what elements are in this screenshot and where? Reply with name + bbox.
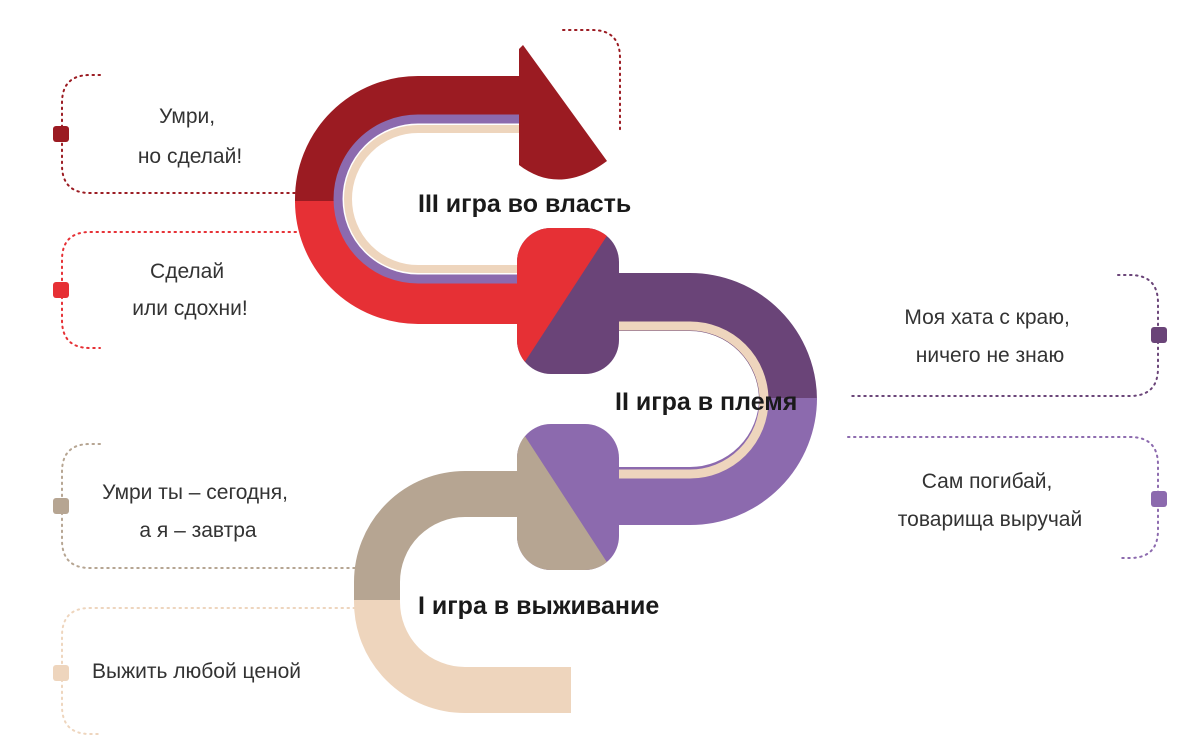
quote-2-text: Сделай или сдохни!	[132, 260, 247, 320]
band-survival-upper	[354, 471, 540, 600]
bullet-quote-6	[53, 665, 69, 681]
quote-5-text: Умри ты – сегодня, а я – завтра	[102, 481, 294, 542]
quote-6-text: Выжить любой ценой	[92, 660, 301, 683]
band-tribe-upper	[560, 273, 817, 402]
connector-quote-6	[61, 607, 356, 735]
junction-upper	[517, 228, 619, 374]
segment-tribe	[560, 273, 817, 525]
connector-quote-1	[61, 74, 297, 194]
arrow-head	[519, 45, 607, 180]
bullet-quote-1	[53, 126, 69, 142]
connector-quote-2	[61, 231, 297, 349]
stage-label-power: III игра во власть	[418, 190, 631, 218]
quote-1-text: Умри, но сделай!	[138, 105, 242, 168]
inner-line-power-beige	[344, 125, 530, 273]
quote-3-text: Моя хата с краю, ничего не знаю	[904, 306, 1075, 367]
bullet-quote-2	[53, 282, 69, 298]
connector-quote-5	[61, 443, 356, 569]
segment-survival	[354, 471, 571, 713]
band-survival-lower	[354, 598, 571, 713]
band-tribe-lower	[560, 396, 817, 525]
band-power-upper	[295, 76, 520, 203]
bullet-quote-3	[1151, 327, 1167, 343]
stage-label-tribe: II игра в племя	[615, 388, 797, 416]
bullet-quote-5	[53, 498, 69, 514]
inner-line-power-purple	[333, 114, 530, 284]
quote-4-text: Сам погибай, товарища выручай	[898, 470, 1082, 531]
connector-quote-4	[847, 436, 1159, 559]
stage-label-survival: I игра в выживание	[418, 592, 659, 620]
segment-power	[295, 76, 540, 324]
band-power-lower	[295, 200, 540, 324]
inner-line-tribe	[610, 321, 769, 479]
junction-lower	[517, 424, 619, 570]
connector-quote-3	[847, 274, 1159, 397]
bullet-quote-4	[1151, 491, 1167, 507]
connector-arrow	[562, 29, 621, 131]
